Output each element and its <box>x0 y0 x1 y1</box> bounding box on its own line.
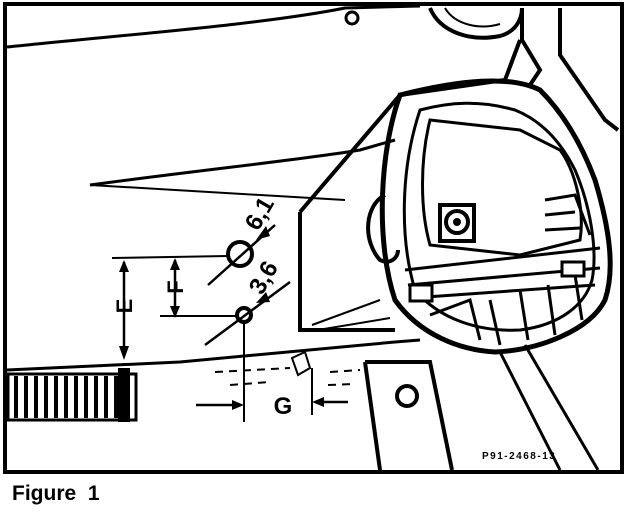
ref-line-top <box>111 255 229 259</box>
frame-vertical <box>298 212 395 332</box>
dim-g-arrow-left <box>232 400 244 410</box>
hub-tab-right <box>560 260 586 278</box>
hub-fins <box>404 193 601 346</box>
dim-e-arrow-top <box>119 260 129 272</box>
rail-line <box>6 338 421 372</box>
dim-leader-small <box>204 280 291 347</box>
locator-notch <box>290 350 312 377</box>
label-g: G <box>274 393 293 420</box>
lower-plate-hole <box>395 384 419 408</box>
rod-collar <box>118 368 130 422</box>
dim-arrow-small <box>256 292 270 303</box>
hole-large <box>226 240 254 268</box>
lower-strut <box>498 344 600 471</box>
label-f: F <box>163 280 188 293</box>
frame-brace <box>311 299 391 331</box>
upper-bracket-inner <box>444 7 501 28</box>
hub-inner-ring <box>402 101 596 332</box>
dim-e-arrow-bottom <box>119 346 129 360</box>
hub-housing <box>379 78 613 355</box>
figure-frame <box>3 2 624 474</box>
lower-plate <box>363 360 454 471</box>
hub-tab-left <box>408 283 434 303</box>
dim-g-arrow-right <box>312 397 324 407</box>
thread-ridges <box>14 376 118 418</box>
swing-arm-bottom <box>89 184 346 201</box>
body-panel-shade <box>7 8 280 40</box>
swing-arm-top <box>89 138 396 187</box>
label-e: E <box>112 299 137 314</box>
figure-caption: Figure 1 <box>12 482 100 505</box>
mount-hole-top <box>344 10 360 26</box>
label-dim-large: 6,1 <box>240 193 280 235</box>
upper-bracket <box>428 7 524 40</box>
dim-f-arrow-top <box>170 258 180 270</box>
hub-bolt <box>444 209 470 235</box>
part-number: P91-2468-13 <box>482 451 556 462</box>
hub-bolt-center <box>453 218 461 226</box>
body-panel-upper <box>6 4 421 49</box>
rail-dashed <box>214 367 361 386</box>
right-arm <box>520 8 620 132</box>
frame-slope <box>298 39 522 214</box>
dim-f-arrow-bottom <box>170 306 180 318</box>
dim-arrow-large <box>256 226 270 240</box>
hub-left-lobe <box>366 193 400 264</box>
hub-cap <box>421 118 583 257</box>
